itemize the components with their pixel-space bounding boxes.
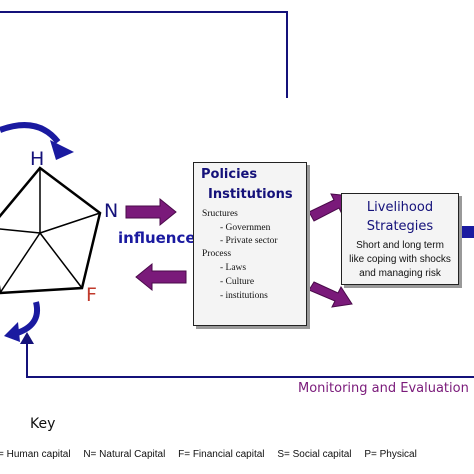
livelihood-strategies-box: Livelihood Strategies Short and long ter…	[341, 193, 459, 285]
arrow-to-assets	[135, 262, 187, 292]
pentagon-label-n: N	[104, 200, 119, 222]
key-entry: N= Natural Capital	[83, 449, 166, 460]
monitoring-evaluation-label: Monitoring and Evaluation	[298, 381, 469, 396]
policies-item: - Governmen	[220, 223, 271, 233]
pentagon-label-h: H	[30, 148, 45, 170]
key-entry: P= Physical	[364, 449, 417, 460]
policies-item: - institutions	[220, 291, 268, 301]
key-legend: = Human capital N= Natural Capital F= Fi…	[0, 449, 427, 460]
curved-arrow-top	[0, 122, 74, 160]
policies-item: Process	[202, 249, 232, 259]
assets-pentagon	[0, 166, 102, 295]
policies-item: - Culture	[220, 277, 255, 287]
pentagon-label-f: F	[86, 284, 97, 306]
policies-item: - Private sector	[220, 236, 278, 246]
institutions-title: Institutions	[208, 187, 293, 202]
key-entry: F= Financial capital	[178, 449, 265, 460]
policies-institutions-box: Policies Institutions Sructures - Govern…	[193, 162, 307, 326]
key-entry: S= Social capital	[277, 449, 352, 460]
arrow-to-livelihood-lower	[308, 281, 353, 308]
livelihood-desc-line: and managing risk	[359, 268, 441, 279]
key-entry: = Human capital	[0, 449, 71, 460]
key-title: Key	[30, 416, 56, 432]
influence-label: influence	[118, 229, 196, 247]
top-feedback-line	[0, 11, 288, 98]
curved-arrow-bottom	[4, 301, 40, 342]
livelihood-desc-line: like coping with shocks	[349, 254, 451, 265]
monitoring-feedback-line	[26, 340, 474, 378]
policies-item: - Laws	[220, 263, 247, 273]
policies-title: Policies	[201, 167, 258, 182]
policies-item: Sructures	[202, 209, 238, 219]
arrow-to-policies	[125, 197, 177, 227]
livelihood-title: Livelihood	[366, 200, 434, 215]
monitoring-arrowhead	[20, 332, 34, 344]
outcome-arrow	[460, 226, 474, 238]
strategies-title: Strategies	[366, 219, 434, 234]
livelihood-desc-line: Short and long term	[356, 240, 444, 251]
